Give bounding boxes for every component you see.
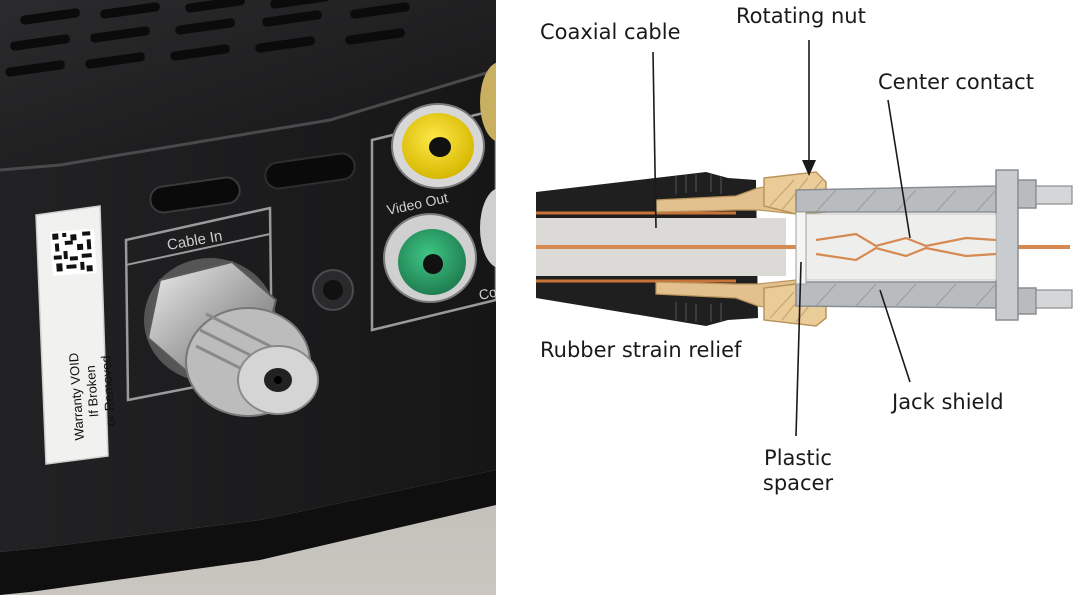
label-jack-shield: Jack shield	[892, 390, 1004, 415]
green-rca-jack	[384, 214, 476, 302]
label-plastic-spacer-line-1: Plastic	[748, 446, 848, 471]
label-plastic-spacer-line-2: spacer	[748, 471, 848, 496]
screw	[313, 270, 353, 310]
label-plastic-spacer: Plastic spacer	[748, 446, 848, 496]
connector-cross-section-diagram: Rotating nut Coaxial cable Center contac…	[496, 0, 1080, 595]
yellow-rca-jack	[392, 104, 484, 188]
set-top-box-illustration: Warranty VOID If Broken or Removed Cable…	[0, 0, 496, 595]
label-coaxial-cable: Coaxial cable	[540, 20, 681, 45]
device-photo: Warranty VOID If Broken or Removed Cable…	[0, 0, 496, 595]
plastic-insulator	[800, 214, 996, 280]
partial-port-label: Co	[477, 284, 496, 303]
label-center-contact: Center contact	[878, 70, 1034, 95]
label-rubber-strain-relief: Rubber strain relief	[540, 338, 741, 363]
label-rotating-nut: Rotating nut	[736, 4, 866, 29]
